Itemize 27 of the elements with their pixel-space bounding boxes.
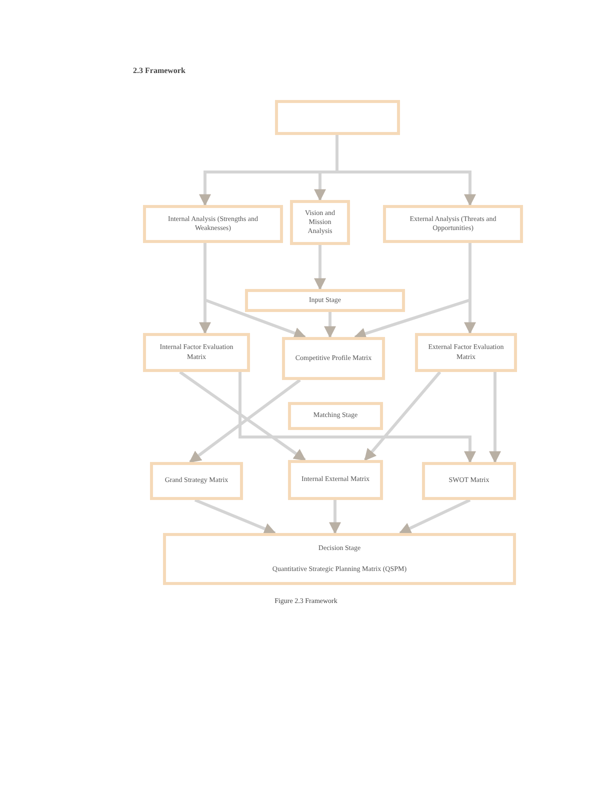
process-box — [282, 337, 385, 380]
process-box — [143, 333, 250, 372]
arrow — [189, 378, 301, 464]
process-box — [143, 205, 283, 243]
process-box — [150, 462, 243, 500]
arrow — [324, 312, 336, 338]
process-box — [290, 200, 350, 245]
process-box — [288, 402, 383, 430]
arrow — [354, 243, 472, 340]
process-box — [288, 460, 383, 500]
empty-box — [275, 100, 400, 135]
arrow — [329, 500, 341, 534]
arrow — [398, 498, 471, 534]
arrow — [194, 498, 276, 534]
arrow — [336, 135, 476, 206]
arrow — [489, 372, 501, 464]
arrow — [364, 371, 442, 461]
section-heading: 2.3 Framework — [133, 66, 186, 75]
process-box — [245, 289, 405, 312]
process-box — [383, 205, 523, 243]
arrow — [179, 370, 306, 462]
arrow — [314, 245, 326, 290]
arrow — [238, 372, 476, 464]
process-box — [415, 333, 517, 372]
stage-box — [163, 533, 516, 585]
process-box — [422, 462, 516, 500]
arrow — [204, 243, 306, 339]
